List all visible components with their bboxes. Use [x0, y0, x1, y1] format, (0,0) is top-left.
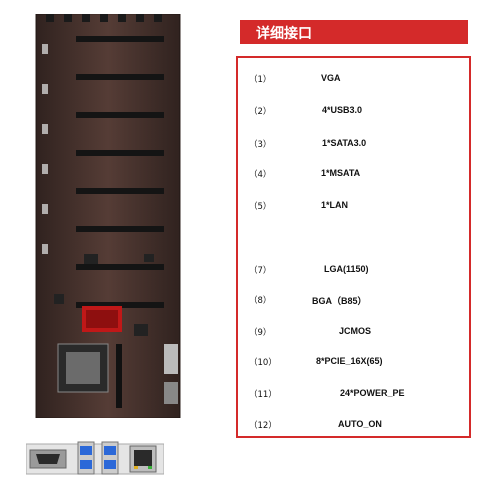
- spec-row: （11） 24*POWER_PE: [238, 388, 469, 404]
- spec-number: （5）: [249, 202, 272, 212]
- io-panel-image: [26, 441, 164, 475]
- spec-value: JCMOS: [339, 326, 372, 336]
- spec-value: LGA(1150): [324, 264, 369, 274]
- spec-value: 1*SATA3.0: [322, 138, 367, 148]
- spec-number: （3）: [249, 140, 272, 150]
- spec-number: （11）: [249, 390, 277, 400]
- spec-value: BGA（B85）: [312, 296, 367, 306]
- spec-row: （9） JCMOS: [238, 326, 469, 342]
- spec-row: （7） LGA(1150): [238, 264, 469, 280]
- spec-row: （10） 8*PCIE_16X(65): [238, 356, 469, 372]
- spec-row: （4） 1*MSATA: [238, 168, 469, 184]
- header-bar: 详细接口: [240, 20, 468, 44]
- spec-value: AUTO_ON: [338, 419, 382, 429]
- spec-number: （7）: [249, 266, 272, 276]
- spec-value: 4*USB3.0: [322, 105, 363, 115]
- spec-row: （12） AUTO_ON: [238, 419, 469, 435]
- spec-number: （9）: [249, 328, 272, 338]
- spec-number: （8）: [249, 296, 272, 306]
- spec-row: （1） VGA: [238, 73, 469, 89]
- motherboard-image: [35, 14, 181, 418]
- spec-row: （3） 1*SATA3.0: [238, 138, 469, 154]
- spec-value: 24*POWER_PE: [340, 388, 405, 398]
- spec-number: （12）: [249, 421, 277, 431]
- header-title: 详细接口: [256, 26, 312, 42]
- spec-value: 1*MSATA: [321, 168, 361, 178]
- spec-row: （8） BGA（B85）: [238, 294, 469, 310]
- spec-number: （2）: [249, 107, 272, 117]
- spec-list: （1） VGA （2） 4*USB3.0 （3） 1*SATA3.0 （4） 1…: [236, 56, 471, 438]
- spec-value: VGA: [321, 73, 341, 83]
- spec-number: （4）: [249, 170, 272, 180]
- spec-value: 1*LAN: [321, 200, 349, 210]
- spec-number: （1）: [249, 75, 272, 85]
- spec-number: （10）: [249, 358, 277, 368]
- spec-value: 8*PCIE_16X(65): [316, 356, 383, 366]
- spec-row: （2） 4*USB3.0: [238, 105, 469, 121]
- spec-row: （5） 1*LAN: [238, 200, 469, 216]
